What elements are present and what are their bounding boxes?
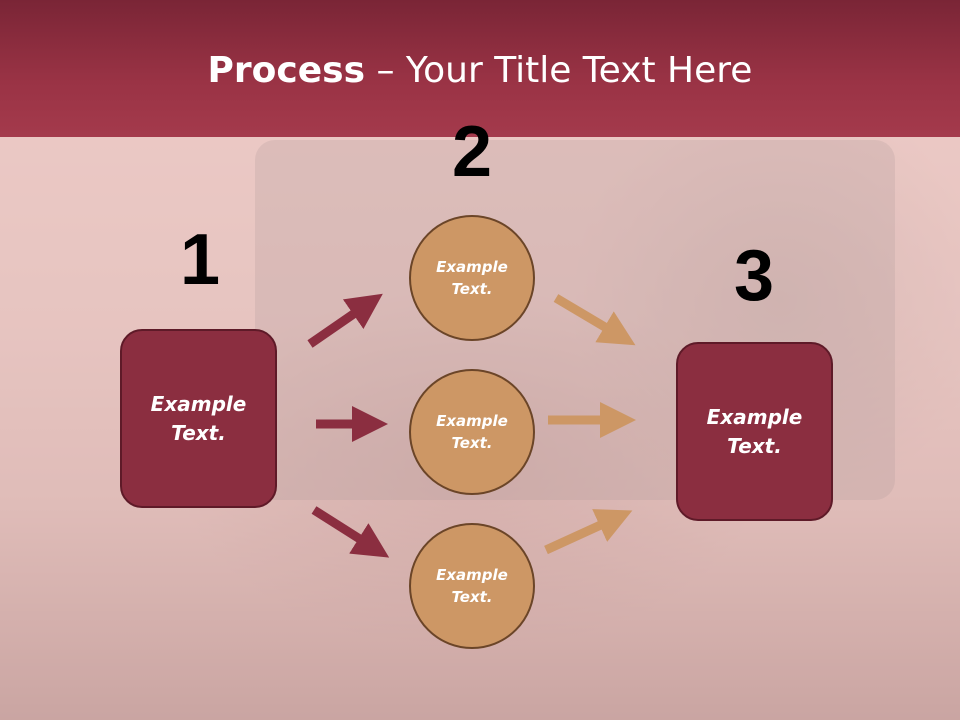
title-rest: – Your Title Text Here <box>365 50 753 91</box>
left-box-line1: Example <box>150 391 247 416</box>
step-number-3: 3 <box>733 236 775 316</box>
arrow-left-to-top <box>307 293 383 348</box>
step-number-2: 2 <box>451 112 493 192</box>
arrow-top-to-right <box>553 294 636 346</box>
arrow-left-to-bottom <box>311 506 390 558</box>
right-box-line1: Example <box>706 404 803 429</box>
circle-top-line1: Example <box>436 257 508 276</box>
title-bar <box>0 0 960 137</box>
left-box-line2: Text. <box>171 420 226 445</box>
circle-bottom-line2: Text. <box>451 588 493 606</box>
title-bold: Process <box>207 50 366 91</box>
circle-middle-line2: Text. <box>451 434 493 452</box>
arrow-bottom-to-right <box>544 509 633 555</box>
circle-bottom-line1: Example <box>436 565 508 584</box>
circle-middle-line1: Example <box>436 411 508 430</box>
slide-title: Process – Your Title Text Here <box>0 50 960 91</box>
right-box-line2: Text. <box>727 433 782 458</box>
circle-top-line2: Text. <box>451 280 493 298</box>
step-number-1: 1 <box>179 220 221 300</box>
